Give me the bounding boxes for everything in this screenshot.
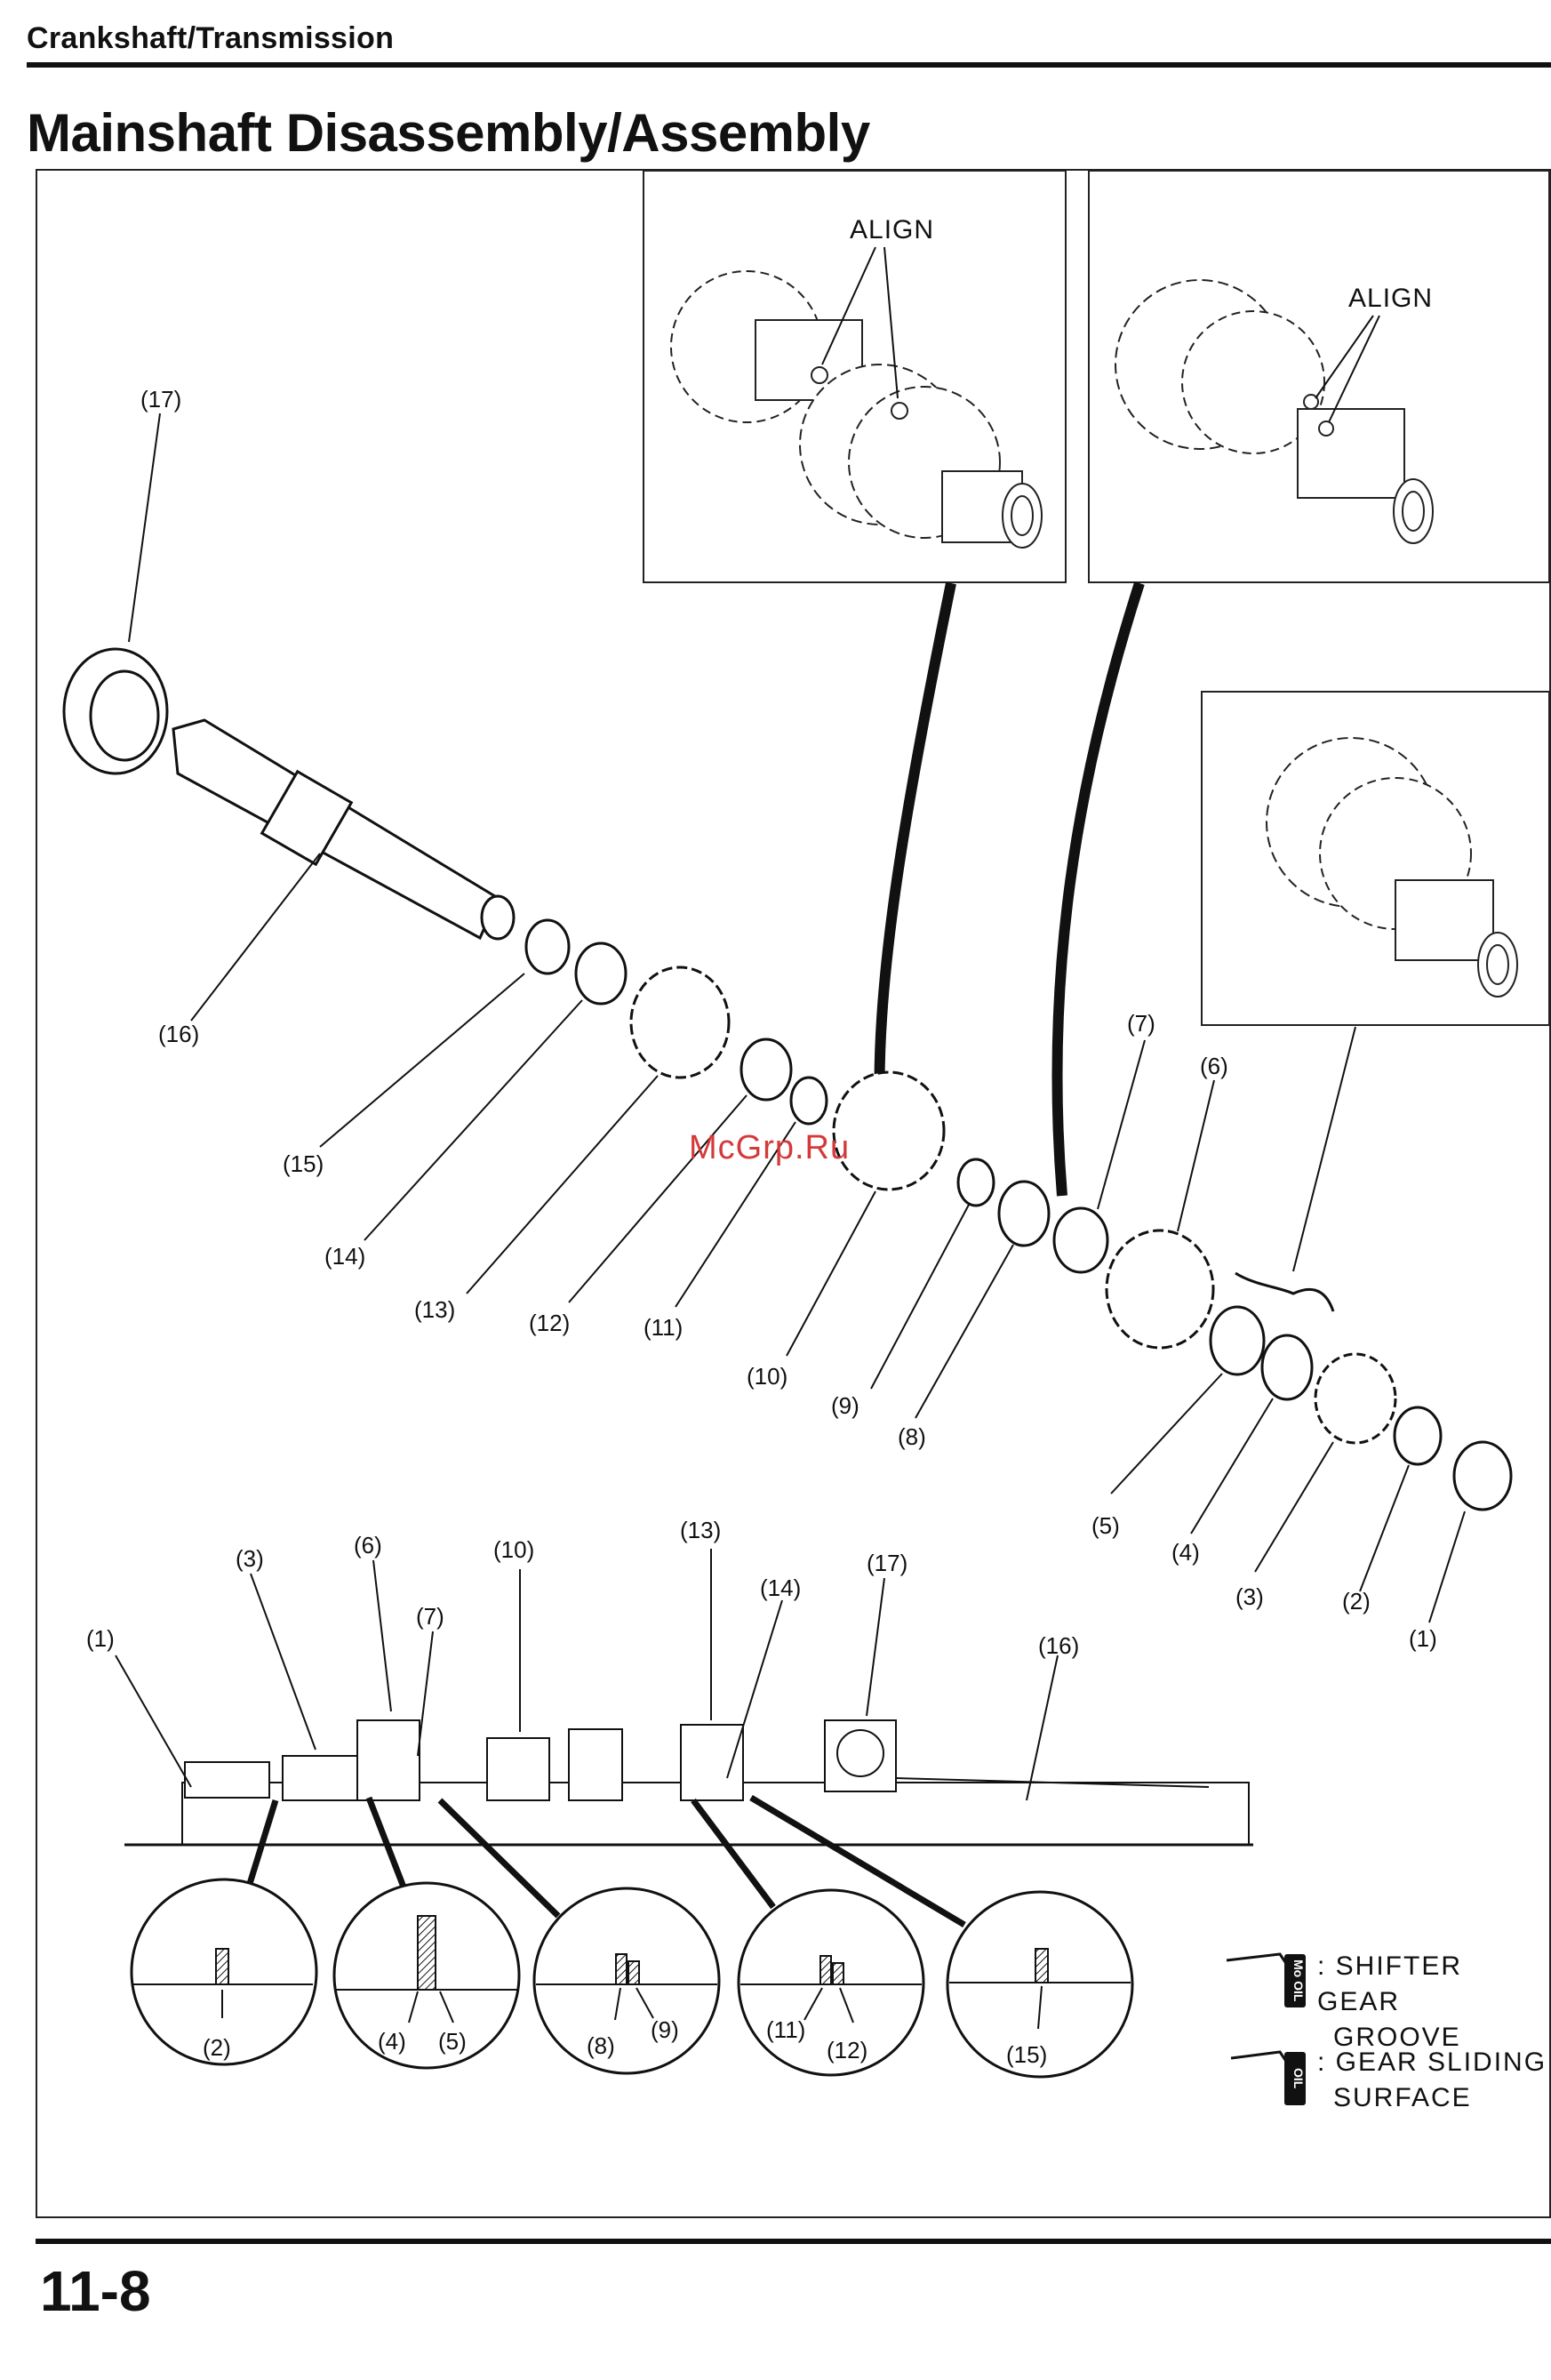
detail-callout-4: (4)	[378, 2028, 406, 2055]
detail-callout-2: (2)	[203, 2034, 231, 2061]
section-callout-1: (1)	[86, 1625, 115, 1652]
section-callout-13: (13)	[680, 1517, 721, 1543]
callout-9: (9)	[831, 1392, 859, 1419]
section-callout-14: (14)	[760, 1575, 801, 1601]
detail-callout-5: (5)	[438, 2028, 467, 2055]
align-label-1: ALIGN	[850, 215, 934, 244]
legend-hooks	[1227, 1954, 1287, 2063]
bushing-7	[1054, 1208, 1107, 1272]
gear-3	[1315, 1354, 1395, 1443]
legend-gear-sliding: : GEAR SLIDING SURFACE	[1317, 2045, 1547, 2116]
section-callout-10: (10)	[493, 1536, 534, 1563]
callout-5: (5)	[1091, 1512, 1120, 1539]
washer-15	[526, 920, 569, 974]
detail-callout-11: (11)	[766, 2016, 805, 2043]
legend-oil-line2: SURFACE	[1317, 2080, 1547, 2116]
section-callout-3: (3)	[236, 1545, 264, 1572]
detail-callout-8: (8)	[587, 2032, 615, 2059]
callout-15: (15)	[283, 1150, 324, 1177]
callout-2: (2)	[1342, 1588, 1371, 1615]
bearing-1	[1454, 1442, 1511, 1510]
bracket-3-4-5	[1235, 1273, 1333, 1311]
gear-13	[631, 967, 729, 1078]
washer-8	[999, 1182, 1049, 1246]
callout-10: (10)	[747, 1363, 787, 1390]
washer-4	[1262, 1335, 1312, 1399]
watermark: McGrp.Ru	[689, 1129, 850, 1167]
align-label-2: ALIGN	[1348, 284, 1433, 313]
washer-2	[1395, 1407, 1441, 1464]
bushing-14	[576, 943, 626, 1004]
gear-6	[1107, 1230, 1213, 1348]
detail-callout-12: (12)	[827, 2037, 867, 2063]
assembly-section	[124, 1720, 1253, 1845]
callout-13: (13)	[414, 1296, 455, 1323]
callout-16: (16)	[158, 1021, 199, 1047]
detail-callout-9: (9)	[651, 2016, 679, 2043]
washer-12	[741, 1039, 791, 1100]
circlip-9	[958, 1159, 994, 1206]
legend-oil-line1: : GEAR SLIDING	[1317, 2045, 1547, 2080]
callout-7: (7)	[1127, 1010, 1155, 1037]
callout-6: (6)	[1200, 1053, 1228, 1079]
circlip-11	[791, 1078, 827, 1124]
detail-callout-15: (15)	[1006, 2041, 1047, 2068]
callout-4: (4)	[1171, 1539, 1200, 1566]
callout-11: (11)	[644, 1314, 683, 1341]
section-callout-7: (7)	[416, 1603, 444, 1630]
callout-12: (12)	[529, 1310, 570, 1336]
washer-5	[1211, 1307, 1264, 1374]
page-number: 11-8	[40, 2258, 151, 2324]
inset-3-leader	[1293, 1027, 1355, 1271]
callout-3: (3)	[1235, 1583, 1264, 1610]
callout-8: (8)	[898, 1423, 926, 1450]
inset-1-leader	[880, 583, 951, 1107]
moly-oil-icon: Mo OIL	[1284, 1954, 1306, 2007]
section-callout-6: (6)	[354, 1532, 382, 1559]
callout-1: (1)	[1409, 1625, 1437, 1652]
legend-moly-line1: : SHIFTER GEAR	[1317, 1949, 1551, 2020]
callout-14: (14)	[324, 1243, 365, 1270]
gear-10	[834, 1072, 944, 1190]
callout-17: (17)	[140, 386, 181, 413]
footer-rule	[36, 2239, 1551, 2244]
legend-shifter-groove: : SHIFTER GEAR GROOVE	[1317, 1949, 1551, 2055]
oil-icon: OIL	[1284, 2052, 1306, 2105]
section-callout-17: (17)	[867, 1550, 907, 1576]
section-callout-16: (16)	[1038, 1632, 1079, 1659]
